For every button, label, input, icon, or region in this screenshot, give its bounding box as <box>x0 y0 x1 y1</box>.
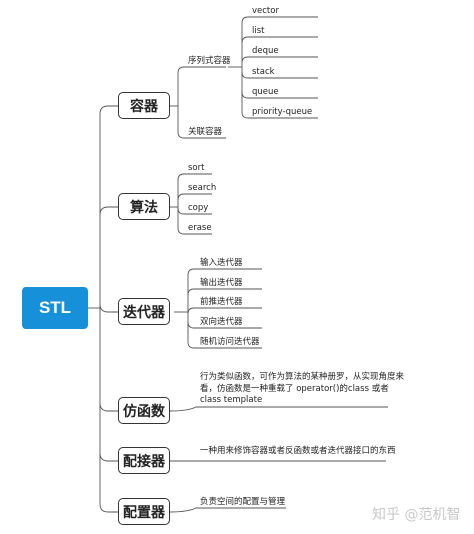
leaf-item[interactable]: priority-queue <box>252 107 313 117</box>
group-sequence-containers[interactable]: 序列式容器 <box>188 56 231 66</box>
root-branch <box>99 303 118 313</box>
root-branch <box>99 503 118 513</box>
leaf-item[interactable]: 输出迭代器 <box>200 278 243 288</box>
iterators-branch <box>187 268 262 276</box>
description-allocators[interactable]: 负责空间的配置与管理 <box>200 497 286 507</box>
leaf-item[interactable]: 双向迭代器 <box>200 317 243 327</box>
category-iterators[interactable]: 迭代器 <box>118 298 170 325</box>
leaf-item[interactable]: erase <box>188 223 212 233</box>
algorithms-branch <box>177 207 212 215</box>
category-label: 配置器 <box>123 504 165 521</box>
leaf-item[interactable]: sort <box>188 163 205 173</box>
description-functors[interactable]: 行为类似函数，可作为算法的某种册罗，从实现角度来看，仿函数是一种重载了 oper… <box>200 372 405 405</box>
leaf-item[interactable]: deque <box>252 46 279 56</box>
sequence-branch <box>241 36 318 44</box>
leaf-item[interactable]: 随机访问迭代器 <box>200 337 260 347</box>
leaf-item[interactable]: vector <box>252 6 279 16</box>
root-label: STL <box>38 298 72 317</box>
category-adapters[interactable]: 配接器 <box>118 447 170 474</box>
iterators-branch <box>187 341 262 349</box>
root-branch <box>99 105 118 115</box>
iterators-branch <box>187 321 262 329</box>
group-associative-containers[interactable]: 关联容器 <box>188 127 223 137</box>
category-functors[interactable]: 仿函数 <box>118 397 170 424</box>
leaf-item[interactable]: 输入迭代器 <box>200 258 243 268</box>
category-allocators[interactable]: 配置器 <box>118 498 170 525</box>
leaf-item[interactable]: stack <box>252 67 275 77</box>
containers-branch <box>177 66 226 74</box>
leaf-item[interactable]: copy <box>188 203 209 213</box>
category-algorithms[interactable]: 算法 <box>118 193 170 220</box>
algorithms-branch <box>177 173 212 181</box>
iterators-branch <box>187 307 262 315</box>
description-adapters[interactable]: 一种用来修饰容器或者反函数或者迭代器接口的东西 <box>200 446 396 456</box>
category-containers[interactable]: 容器 <box>118 92 170 119</box>
sequence-branch <box>241 16 318 24</box>
watermark: 知乎 @范机智 <box>372 507 461 523</box>
leaf-item[interactable]: list <box>252 26 265 36</box>
functors-branch <box>169 406 388 412</box>
root-branch <box>99 402 118 412</box>
algorithms-branch <box>177 193 212 201</box>
leaf-item[interactable]: 前推迭代器 <box>200 297 243 307</box>
root-branch <box>99 206 118 216</box>
leaf-item[interactable]: queue <box>252 87 279 97</box>
category-label: 迭代器 <box>123 304 165 321</box>
containers-branch <box>177 131 226 139</box>
root-branch <box>99 452 118 462</box>
category-label: 配接器 <box>123 453 165 470</box>
category-label: 算法 <box>130 199 158 216</box>
root-node-stl[interactable]: STL <box>22 287 88 329</box>
sequence-branch <box>241 111 318 119</box>
sequence-branch <box>241 71 318 79</box>
sequence-branch <box>241 56 318 64</box>
category-label: 仿函数 <box>123 403 165 420</box>
iterators-branch <box>187 288 262 296</box>
category-label: 容器 <box>130 98 158 115</box>
allocators-branch <box>169 507 286 513</box>
sequence-branch <box>241 91 318 99</box>
leaf-item[interactable]: search <box>188 183 217 193</box>
algorithms-branch <box>177 227 212 235</box>
